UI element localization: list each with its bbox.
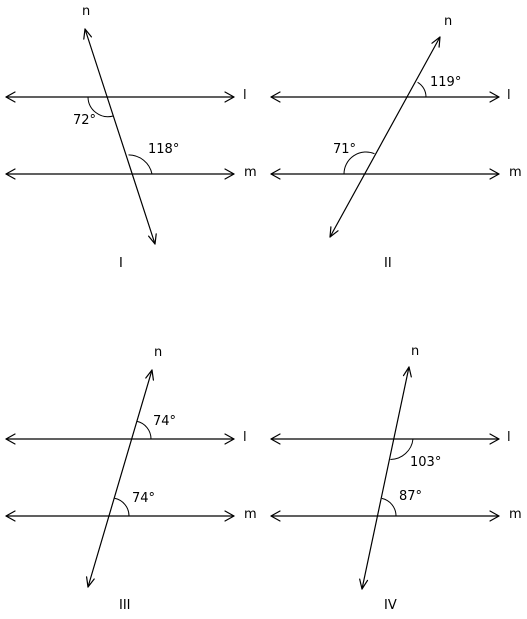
angle-label-l: 74° [153, 414, 176, 429]
line-l [5, 433, 235, 445]
arrowhead-down-icon [329, 226, 339, 238]
label-m: m [509, 507, 522, 522]
transversal-n [359, 366, 412, 590]
angle-label-m: 71° [333, 142, 356, 157]
panel-caption: II [384, 256, 392, 271]
line-m [5, 168, 235, 180]
arrowhead-left-icon [270, 168, 281, 180]
label-n: n [444, 14, 452, 29]
angle-label-l: 119° [430, 75, 461, 90]
arrowhead-down-icon [359, 578, 369, 590]
angle-arc-l [136, 420, 152, 440]
arrowhead-right-icon [489, 168, 500, 180]
line-m [270, 510, 500, 522]
angle-label-m: 87° [399, 489, 422, 504]
arrowhead-right-icon [224, 433, 235, 445]
panel-II: l m n 119° 71° II [270, 14, 522, 271]
arrowhead-left-icon [5, 433, 16, 445]
angle-arc-l [87, 96, 114, 118]
line-m [270, 168, 500, 180]
line-l [270, 433, 500, 445]
transversal-n [83, 28, 157, 245]
arrowhead-left-icon [270, 433, 281, 445]
arrowhead-left-icon [5, 510, 16, 522]
panel-caption: I [119, 256, 123, 271]
arrowhead-right-icon [224, 91, 235, 103]
arrowhead-up-icon [402, 366, 412, 378]
label-m: m [244, 165, 257, 180]
angle-label-m: 118° [148, 142, 179, 157]
angle-label-l: 103° [410, 455, 441, 470]
arrowhead-up-icon [431, 36, 441, 48]
panel-III: l m n 74° 74° III [5, 345, 257, 613]
transversal-n [329, 36, 441, 238]
arrowhead-left-icon [270, 91, 281, 103]
arrowhead-left-icon [5, 91, 16, 103]
panel-I: l m n 72° 118° I [5, 4, 257, 271]
label-l: l [243, 430, 247, 445]
arrowhead-right-icon [489, 433, 500, 445]
angle-label-l: 72° [73, 113, 96, 128]
arrowhead-right-icon [224, 168, 235, 180]
arrowhead-left-icon [270, 510, 281, 522]
line-l [5, 91, 235, 103]
label-l: l [507, 430, 511, 445]
label-n: n [411, 344, 419, 359]
panel-caption: IV [384, 598, 397, 613]
line-l [270, 91, 500, 103]
label-m: m [244, 507, 257, 522]
angle-arc-m [128, 154, 153, 175]
angle-arc-m [114, 497, 130, 517]
angle-arc-l [390, 438, 414, 460]
label-n: n [82, 4, 90, 19]
line-m [5, 510, 235, 522]
arrowhead-right-icon [224, 510, 235, 522]
panel-caption: III [119, 598, 131, 613]
arrowhead-right-icon [489, 510, 500, 522]
angle-arc-m [381, 497, 397, 517]
label-l: l [507, 88, 511, 103]
arrowhead-up-icon [145, 369, 154, 381]
arrowhead-down-icon [85, 576, 95, 588]
angle-label-m: 74° [132, 491, 155, 506]
label-n: n [154, 345, 162, 360]
angle-arc-l [417, 81, 427, 98]
arrowhead-down-icon [148, 233, 157, 245]
arrowhead-right-icon [489, 91, 500, 103]
arrowhead-up-icon [83, 28, 93, 40]
angle-arc-m [343, 151, 375, 175]
arrowhead-left-icon [5, 168, 16, 180]
label-m: m [509, 165, 522, 180]
panel-IV: l m n 103° 87° IV [270, 344, 522, 613]
transversal-n [85, 369, 154, 588]
label-l: l [243, 88, 247, 103]
